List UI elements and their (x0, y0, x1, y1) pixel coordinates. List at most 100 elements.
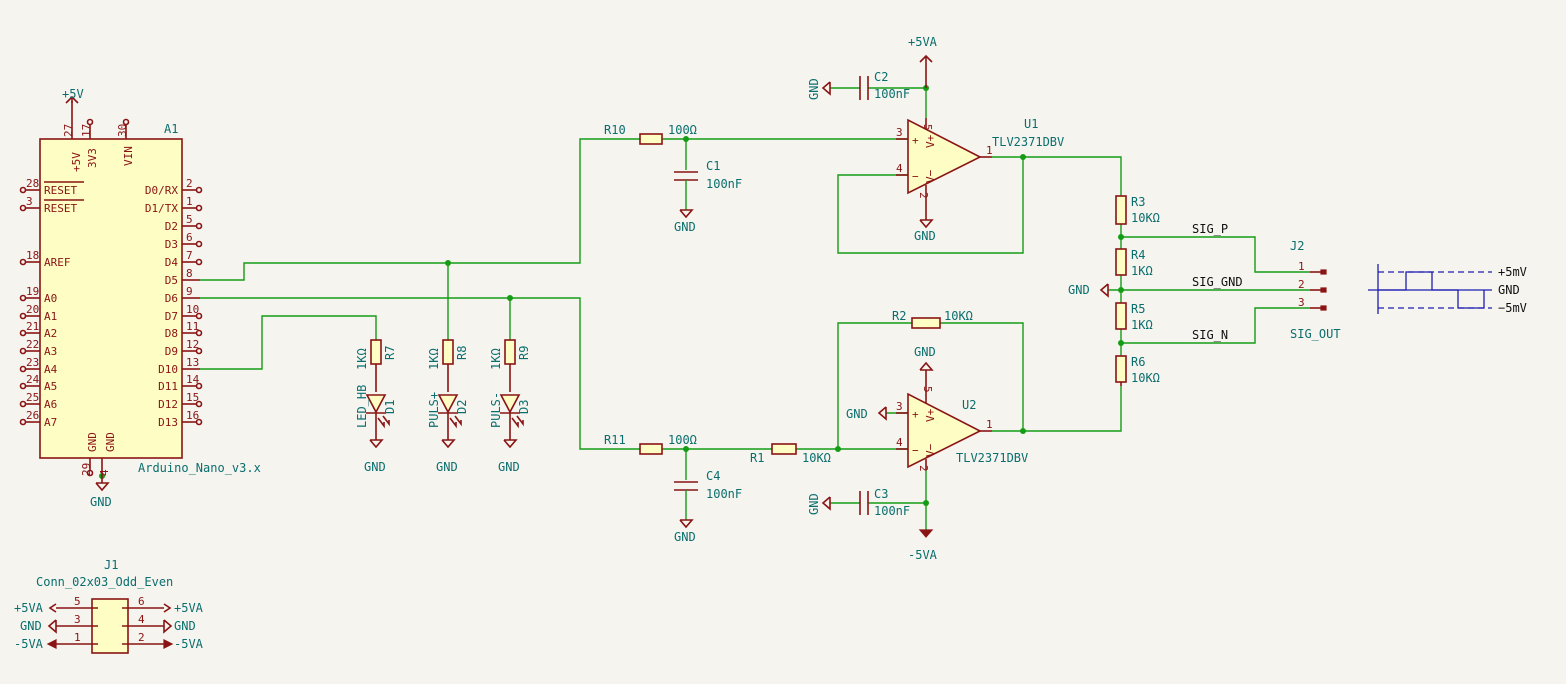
divider-gnd-symbol: GND (1068, 283, 1109, 298)
resistor-r2[interactable]: R2 10KΩ (892, 309, 973, 329)
a1-right-pin-name: D10 (158, 363, 178, 376)
a1-right-pin: 13 (186, 356, 199, 369)
opamp-u2[interactable]: GND GND + − V+ V− 3 4 5 2 1 U2 TLV2371DB… (846, 345, 1028, 562)
junction-dot (445, 260, 451, 266)
a1-bottom-pin: 29 (80, 463, 93, 476)
u2-minus: − (912, 444, 919, 457)
a1-left-pin-name: A2 (44, 327, 57, 340)
junction-dot (683, 136, 689, 142)
led-gnd-label: GND (498, 460, 520, 474)
wire-u2-in-r2 (837, 322, 912, 449)
r2-value: 10KΩ (944, 309, 973, 323)
resistor-r4[interactable]: R4 1KΩ (1115, 248, 1153, 278)
a1-left-pin: 23 (26, 356, 39, 369)
led-resistor-value: 1KΩ (489, 348, 503, 370)
j1-pin: 3 (74, 613, 81, 626)
r4-value: 1KΩ (1131, 264, 1153, 278)
a1-left-pin-name: RESET (44, 202, 77, 215)
capacitor-c3[interactable]: GND C3 100nF (807, 487, 910, 518)
a1-left-pin: 25 (26, 391, 39, 404)
a1-right-pin: 12 (186, 338, 199, 351)
a1-right-pin: 9 (186, 285, 193, 298)
c2-value: 100nF (874, 87, 910, 101)
capacitor-c1[interactable]: C1 100nF GND (674, 159, 742, 234)
j1-pin: 5 (74, 595, 81, 608)
a1-left-pin-name: A4 (44, 363, 58, 376)
led-gnd-label: GND (436, 460, 458, 474)
resistor-r10[interactable]: R10 100Ω (604, 123, 697, 145)
r1-value: 10KΩ (802, 451, 831, 465)
a1-right-pin: 16 (186, 409, 199, 422)
a1-right-pin-name: D1/TX (145, 202, 178, 215)
r11-value: 100Ω (668, 433, 697, 447)
net-label-sig-n: SIG_N (1192, 328, 1228, 342)
resistor-r3[interactable]: R3 10KΩ (1115, 195, 1160, 225)
u1-pin: 4 (896, 162, 903, 175)
c1-value: 100nF (706, 177, 742, 191)
u2-ref: U2 (962, 398, 976, 412)
resistor-r11[interactable]: R11 100Ω (604, 433, 697, 455)
a1-left-pin: 24 (26, 373, 40, 386)
j1-left-net: -5VA (14, 637, 44, 651)
u1-vplus: V+ (924, 134, 937, 148)
a1-top-pin: 30 (116, 124, 129, 137)
a1-top-pin-name: VIN (122, 146, 135, 166)
j2-pin: 2 (1298, 278, 1305, 291)
junction-dot (1020, 154, 1026, 160)
waveform-label-neg: −5mV (1498, 301, 1527, 315)
a1-top-pin-name: +5V (70, 152, 83, 172)
u1-ref: U1 (1024, 117, 1038, 131)
waveform-label-pos: +5mV (1498, 265, 1527, 279)
capacitor-c4[interactable]: C4 100nF GND (674, 469, 742, 544)
junction-dot (683, 446, 689, 452)
c1-gnd-label: GND (674, 220, 696, 234)
led-resistor-ref: R8 (455, 346, 469, 360)
a1-left-pin-name: RESET (44, 184, 77, 197)
led-diode-ref: D2 (455, 400, 469, 414)
a1-right-pins: 2D0/RX1D1/TX5D26D37D48D59D610D711D812D91… (145, 177, 203, 429)
a1-top-pin: 17 (80, 124, 93, 137)
wire-d6-net (200, 297, 640, 450)
wire-sig-n (1121, 307, 1310, 344)
resistor-r1[interactable]: R1 10KΩ (750, 443, 831, 465)
a1-value: Arduino_Nano_v3.x (138, 461, 261, 475)
a1-left-pin: 18 (26, 249, 39, 262)
capacitor-c2[interactable]: GND C2 100nF (807, 70, 910, 101)
a1-left-pin-name: A1 (44, 310, 57, 323)
arduino-nano-a1[interactable]: A1 Arduino_Nano_v3.x 27 17 30 +5V 3V3 VI… (19, 87, 261, 509)
wire-u1-out (992, 156, 1122, 196)
led-diode-ref: D3 (517, 400, 531, 414)
connector-j1[interactable]: J1 Conn_02x03_Odd_Even 5 3 1 6 4 2 +5VA … (14, 558, 204, 654)
junction-dot (1118, 287, 1124, 293)
a1-right-pin: 8 (186, 267, 193, 280)
c4-value: 100nF (706, 487, 742, 501)
a1-right-pin-name: D3 (165, 238, 178, 251)
r2-ref: R2 (892, 309, 906, 323)
junctions (99, 85, 1124, 506)
a1-top-pin-name: 3V3 (86, 148, 99, 168)
led-diode-value: PULS- (489, 392, 503, 428)
a1-left-pin: 26 (26, 409, 39, 422)
resistor-r6[interactable]: R6 10KΩ (1115, 355, 1160, 386)
j1-pin: 2 (138, 631, 145, 644)
u2-vplus: V+ (924, 408, 937, 422)
a1-right-pin-name: D11 (158, 380, 178, 393)
a1-right-pin: 7 (186, 249, 193, 262)
r3-ref: R3 (1131, 195, 1145, 209)
a1-ref: A1 (164, 122, 178, 136)
a1-bottom-pin-name: GND (104, 432, 117, 452)
a1-right-pin-name: D13 (158, 416, 178, 429)
wire-u2-out (992, 386, 1122, 432)
j1-value: Conn_02x03_Odd_Even (36, 575, 173, 589)
connector-j2[interactable]: 1 2 3 J2 SIG_OUT (1290, 239, 1341, 341)
resistor-r5[interactable]: R5 1KΩ (1115, 302, 1153, 332)
wire-u1-feedback (837, 157, 1024, 254)
c4-gnd-label: GND (674, 530, 696, 544)
opamp-u1[interactable]: + − V+ V− 3 4 5 2 1 U1 TLV2371DBV GND +5… (896, 35, 1064, 243)
u1-value: TLV2371DBV (992, 135, 1064, 149)
j2-ref: J2 (1290, 239, 1304, 253)
